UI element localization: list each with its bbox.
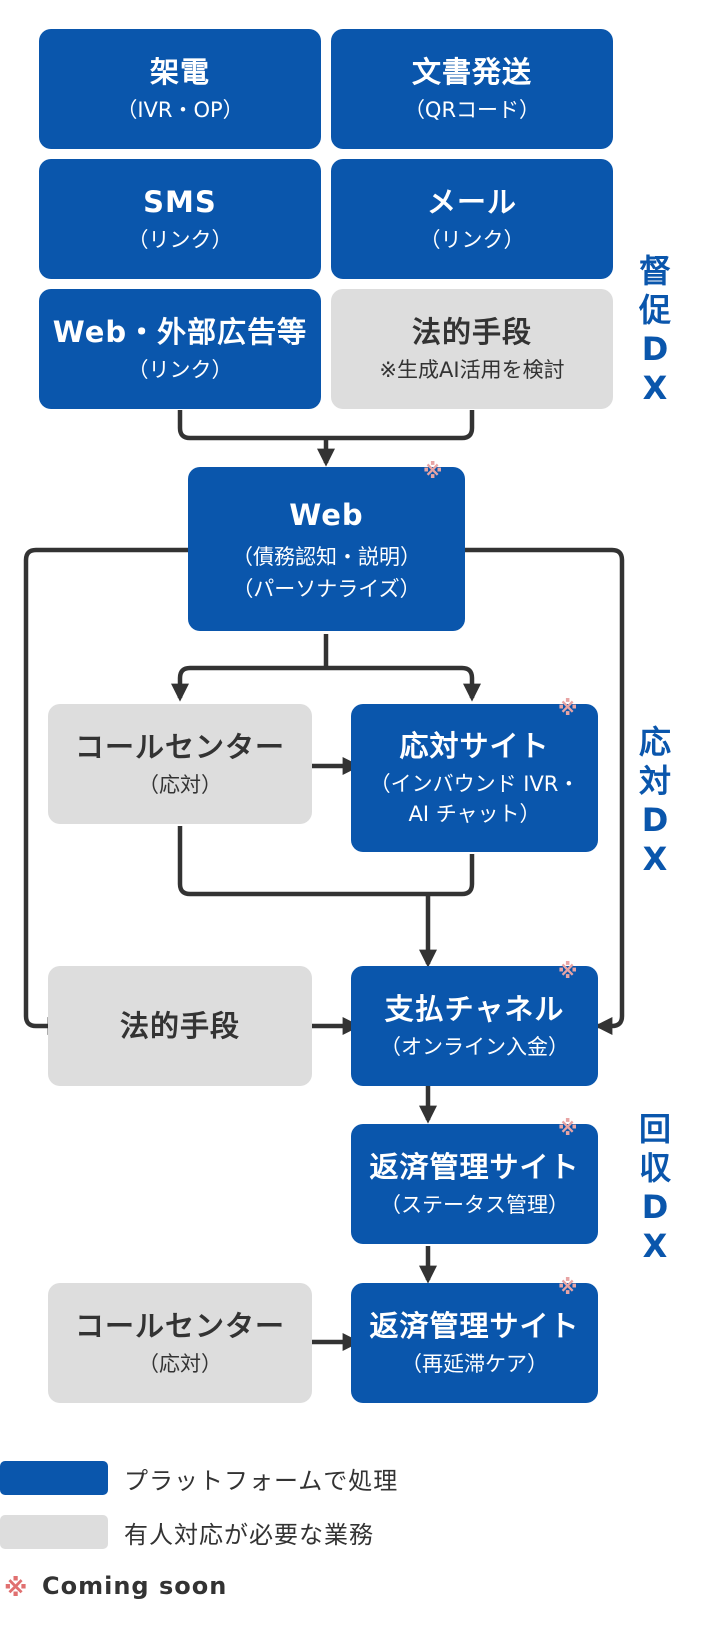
coming-soon-mark: ※ [558,1275,578,1299]
side-label-tokusoku: 督 促 D X [638,252,671,407]
box-title: Web [289,497,364,532]
left-loop-arrow [23,547,188,1035]
arrow-to-response [326,665,481,702]
box-subtitle: ※生成AI活用を検討 [379,357,565,382]
side-label-kaishu: 回 収 D X [638,1110,671,1265]
right-loop-arrow [465,547,625,1035]
box-subtitle: （リンク） [127,227,233,252]
box-title: コールセンター [74,1308,285,1343]
box-repay-status: 返済管理サイト （ステータス管理） [351,1124,598,1244]
coming-soon-mark: ※ [558,1116,578,1140]
side-label-outai: 応 対 D X [638,723,671,878]
merge-line-2 [177,826,475,897]
legend-swatch-human [0,1515,108,1549]
box-subtitle: （ステータス管理） [380,1192,569,1217]
box-payment-channel: 支払チャネル （オンライン入金） [351,966,598,1086]
box-subtitle: （IVR・OP） [116,97,244,122]
legend-swatch-platform [0,1461,108,1495]
box-title: 文書発送 [411,54,532,89]
box-subtitle: （オンライン入金） [380,1034,569,1059]
box-title: 返済管理サイト [369,1308,580,1343]
box-title: Web・外部広告等 [52,314,308,349]
box-legal-1: 法的手段 ※生成AI活用を検討 [331,289,613,409]
box-kaden: 架電 （IVR・OP） [39,29,321,149]
box-title: SMS [143,184,217,219]
box-title: 応対サイト [399,728,550,763]
legend-label-human: 有人対応が必要な業務 [124,1521,374,1549]
arrow-to-callcenter [171,665,326,702]
box-title: 法的手段 [119,1008,240,1043]
box-subtitle: （QRコード） [403,97,541,122]
box-subtitle: （応対） [138,1351,222,1376]
box-title: 返済管理サイト [369,1149,580,1184]
box-subtitle: （リンク） [419,227,525,252]
box-subtitle-2: （パーソナライズ） [232,577,421,602]
box-subtitle: （リンク） [127,357,233,382]
box-subtitle: （インバウンド IVR・ [369,771,580,796]
box-sms: SMS （リンク） [39,159,321,279]
coming-soon-mark: ※ [423,459,443,483]
legend-label-platform: プラットフォームで処理 [124,1467,399,1495]
coming-soon-mark: ※ [558,959,578,983]
box-subtitle-2: AI チャット） [408,802,541,827]
box-title: 架電 [149,54,210,89]
box-subtitle: （債務認知・説明） [232,544,421,569]
box-call-center-1: コールセンター （応対） [48,704,312,824]
box-title: 法的手段 [411,314,532,349]
coming-soon-mark: ※ [558,696,578,720]
box-title: コールセンター [74,729,285,764]
box-subtitle: （再延滞ケア） [401,1351,548,1376]
box-web: Web （債務認知・説明） （パーソナライズ） [188,467,465,631]
box-web-ads: Web・外部広告等 （リンク） [39,289,321,409]
box-title: メール [426,184,517,219]
box-document: 文書発送 （QRコード） [331,29,613,149]
legend-coming-mark: ※ [4,1574,28,1602]
merge-line [177,410,475,441]
box-mail: メール （リンク） [331,159,613,279]
box-subtitle: （応対） [138,772,222,797]
legend-label-coming-soon: Coming soon [42,1572,228,1600]
box-legal-2: 法的手段 [48,966,312,1086]
box-response-site: 応対サイト （インバウンド IVR・ AI チャット） [351,704,598,852]
box-call-center-2: コールセンター （応対） [48,1283,312,1403]
box-title: 支払チャネル [384,991,565,1026]
box-repay-care: 返済管理サイト （再延滞ケア） [351,1283,598,1403]
